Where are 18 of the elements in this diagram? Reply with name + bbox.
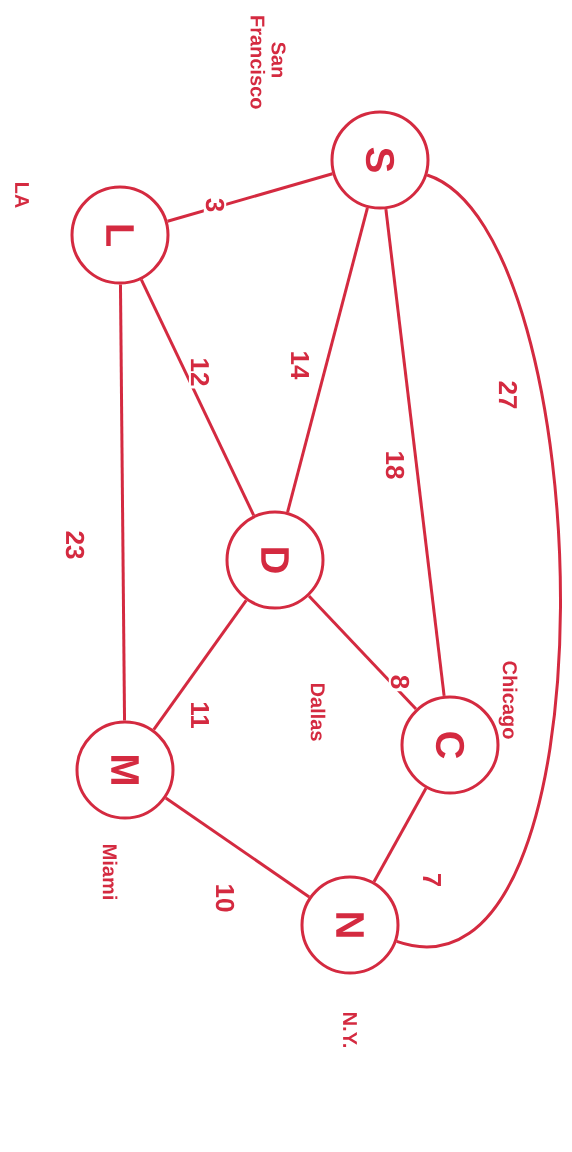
edge-weight: 11	[189, 699, 211, 731]
city-label: Chicago	[498, 661, 518, 739]
edge-line	[286, 207, 369, 513]
edge-line	[167, 172, 333, 223]
edge-line	[164, 796, 311, 899]
city-label: N.Y.	[343, 1013, 357, 1047]
edge-line	[152, 599, 248, 731]
city-label: San Francisco	[250, 16, 286, 109]
edge-line	[307, 594, 418, 711]
city-label: Dallas	[310, 683, 326, 741]
city-label: Miami	[102, 845, 118, 899]
edge-line	[384, 209, 446, 697]
edge-weight: 14	[289, 348, 311, 382]
edge-line	[396, 173, 562, 946]
city-label: LA	[15, 183, 29, 208]
edge-line	[118, 284, 127, 721]
edge-line	[372, 787, 428, 883]
edge-line	[139, 279, 256, 516]
